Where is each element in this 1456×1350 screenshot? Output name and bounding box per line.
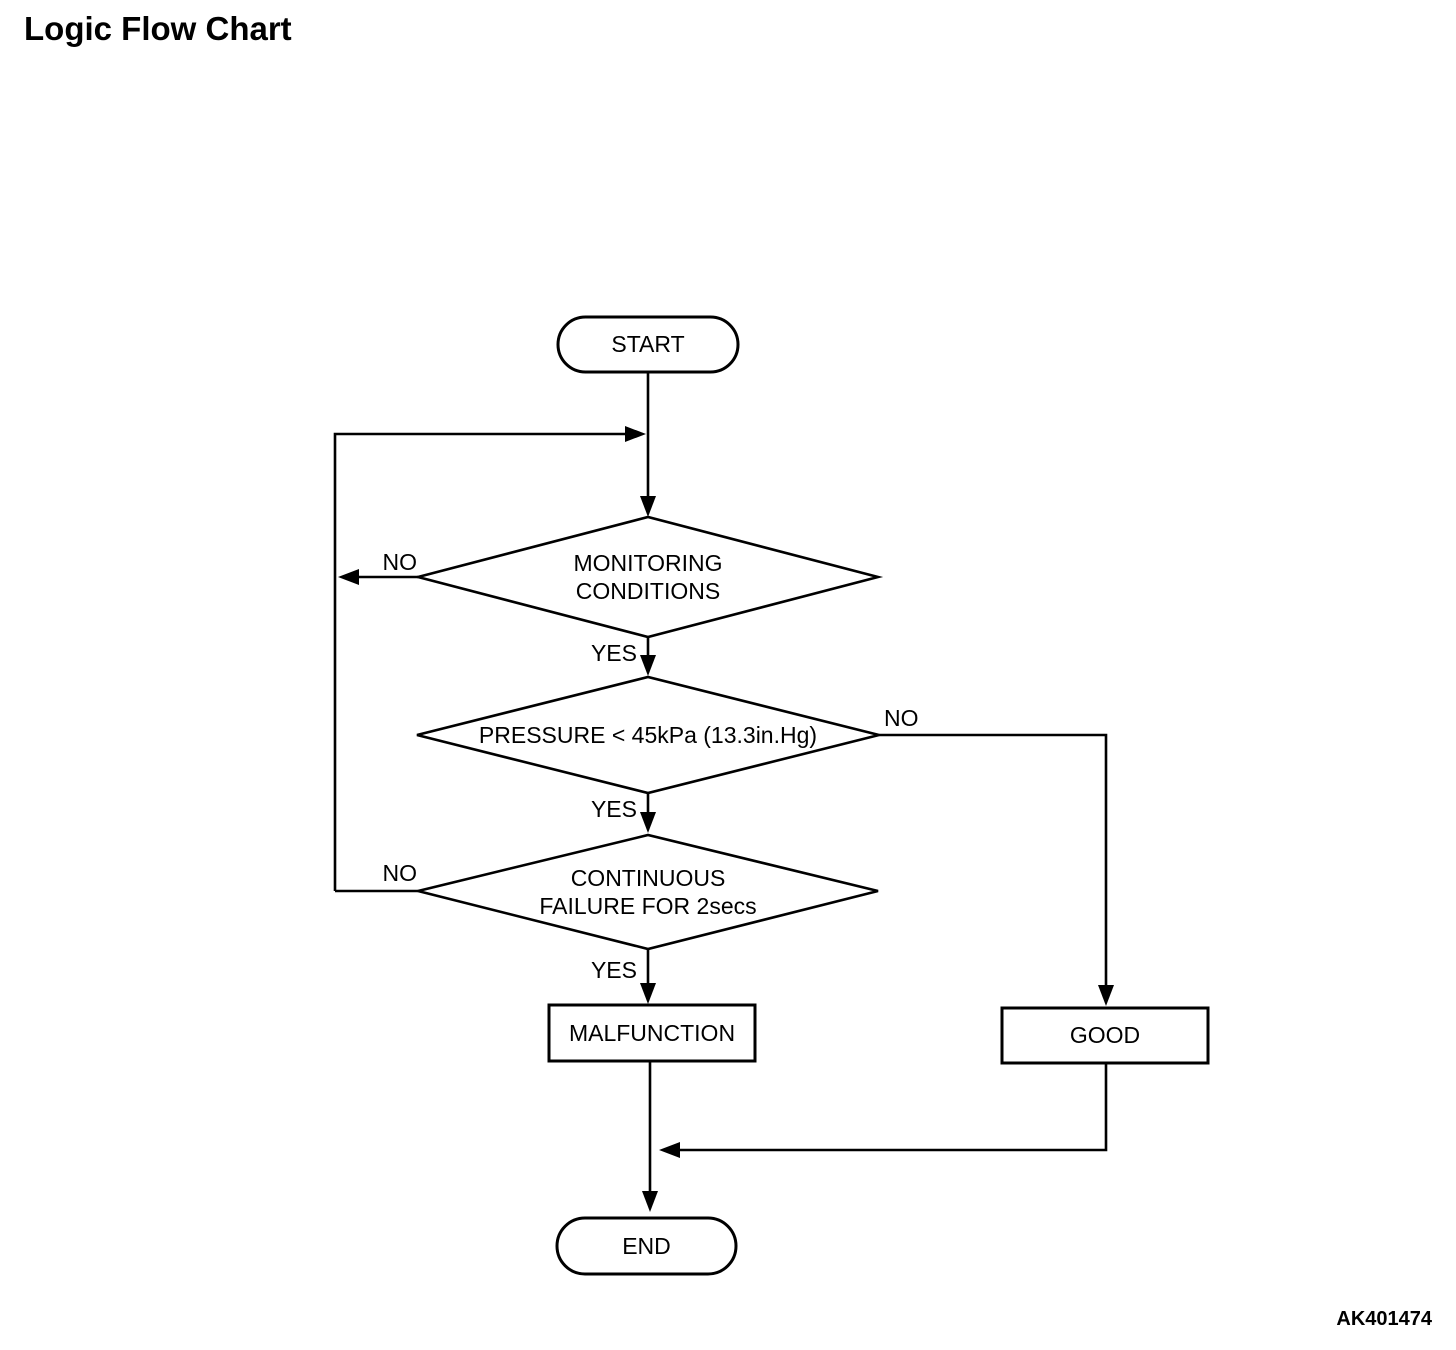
monitoring-decision-shape [412,515,884,639]
continuous-node-label: CONTINUOUS FAILURE FOR 2secs [539,864,757,919]
pressure-node-label: PRESSURE < 45kPa (13.3in.Hg) [478,721,818,748]
malfunction-node-label: MALFUNCTION [568,1019,736,1046]
end-terminator-shape [555,1216,738,1276]
figure-code: AK401474 [1336,1308,1432,1330]
good-merge-line [666,1063,1108,1152]
continuous-yes-label: YES [590,957,637,983]
arrowhead-into-continuous [640,812,656,833]
pressure-yes-label: YES [590,796,637,822]
continuous-no-label: NO [382,860,418,886]
arrowhead-good-merge [659,1142,680,1158]
start-node-label: START [611,331,685,358]
arrowhead-into-pressure [640,655,656,676]
monitoring-node-label: MONITORING CONDITIONS [573,549,723,604]
good-node-label: GOOD [1069,1022,1141,1049]
arrowhead-feedback-junction [625,426,646,442]
arrowhead-monitoring-no [338,569,359,585]
arrowhead-into-good [1098,985,1114,1006]
end-node-label: END [622,1232,671,1259]
monitoring-yes-label: YES [590,640,637,666]
monitoring-no-label: NO [382,549,418,575]
malfunction-process-shape [547,1003,757,1063]
pressure-no-line [879,733,1108,1000]
page-title: Logic Flow Chart [24,10,292,47]
continuous-decision-shape [417,833,879,951]
arrowhead-into-end [642,1191,658,1212]
arrowhead-into-monitoring [640,496,656,517]
pressure-no-label: NO [884,705,919,731]
arrowhead-into-malfunction [640,983,656,1004]
feedback-loop-line [333,432,637,891]
